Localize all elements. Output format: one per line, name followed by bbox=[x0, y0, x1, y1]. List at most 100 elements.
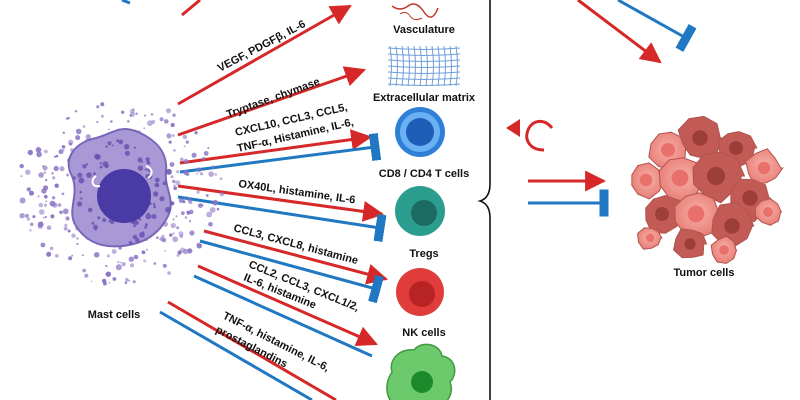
granule bbox=[63, 226, 68, 231]
granule bbox=[44, 194, 48, 199]
granule bbox=[128, 241, 133, 245]
granule bbox=[43, 185, 49, 191]
granule bbox=[137, 157, 143, 163]
granule bbox=[99, 162, 103, 165]
granule bbox=[138, 217, 142, 221]
granule bbox=[106, 254, 110, 258]
granule bbox=[183, 158, 189, 165]
arrow-to-t-cells bbox=[179, 129, 373, 165]
granule bbox=[164, 250, 167, 252]
granule bbox=[135, 238, 140, 243]
granule bbox=[165, 168, 172, 175]
granule bbox=[209, 207, 216, 213]
tumor-cell-nucleus bbox=[763, 207, 773, 217]
granule bbox=[205, 194, 209, 197]
granule bbox=[93, 224, 98, 230]
granule bbox=[179, 157, 184, 162]
top-stimulate-line-left bbox=[181, 0, 201, 17]
granule bbox=[95, 154, 101, 160]
granule bbox=[61, 192, 65, 196]
granule bbox=[196, 173, 198, 175]
granule bbox=[214, 173, 218, 176]
tumor-cell-nucleus bbox=[757, 161, 771, 175]
top-inhibit-line-left bbox=[121, 0, 131, 5]
granule bbox=[176, 253, 180, 257]
granule bbox=[183, 145, 186, 148]
granule bbox=[162, 181, 167, 186]
granule bbox=[125, 278, 129, 282]
granule bbox=[53, 165, 59, 172]
granule bbox=[77, 201, 83, 207]
granule bbox=[102, 161, 109, 168]
granule bbox=[137, 165, 144, 171]
vessel-branch bbox=[391, 3, 439, 18]
granule bbox=[24, 213, 29, 218]
granule bbox=[25, 169, 31, 175]
tumor-cell-nucleus bbox=[742, 190, 758, 206]
tumor-cell-nucleus bbox=[661, 143, 675, 157]
tumor-cell-nucleus bbox=[671, 169, 689, 187]
granule bbox=[67, 229, 71, 233]
granule bbox=[36, 151, 42, 158]
tumor-cell-nucleus bbox=[645, 233, 655, 243]
granule bbox=[66, 173, 69, 177]
granule bbox=[146, 248, 148, 251]
granule bbox=[32, 215, 36, 219]
granule bbox=[38, 209, 45, 215]
nk-cell-icon bbox=[396, 268, 444, 316]
granule bbox=[82, 125, 86, 128]
granule bbox=[45, 200, 47, 203]
granule bbox=[172, 113, 176, 117]
granule bbox=[134, 146, 137, 149]
top-arrows-left bbox=[121, 0, 201, 17]
granule bbox=[203, 151, 209, 156]
tumor-cell-nucleus bbox=[719, 245, 729, 255]
inhibit-to-nk-cells bbox=[199, 239, 384, 304]
matrix-fiber bbox=[387, 59, 461, 62]
tumor-cell-nucleus bbox=[729, 141, 743, 155]
granule bbox=[141, 250, 146, 255]
granule bbox=[50, 214, 55, 219]
label-tumor-cells: Tumor cells bbox=[674, 267, 735, 279]
matrix-fiber bbox=[387, 83, 461, 86]
granule bbox=[175, 215, 178, 218]
granule bbox=[62, 208, 69, 215]
granule bbox=[135, 112, 138, 115]
granule bbox=[75, 128, 82, 135]
granule bbox=[167, 271, 171, 275]
granule bbox=[65, 117, 69, 121]
inhibit-to-tregs bbox=[177, 195, 387, 243]
granule bbox=[49, 200, 56, 207]
granule bbox=[172, 218, 175, 221]
granule bbox=[144, 223, 148, 227]
granule bbox=[19, 197, 26, 204]
granule bbox=[118, 139, 124, 145]
granule bbox=[173, 184, 176, 187]
granule bbox=[77, 172, 83, 178]
top-right-inhibit-arrow bbox=[617, 0, 697, 52]
granule bbox=[196, 190, 200, 194]
granule bbox=[146, 160, 150, 165]
granule bbox=[20, 175, 23, 178]
granule bbox=[108, 128, 110, 131]
granule bbox=[97, 216, 101, 220]
granule bbox=[205, 232, 207, 234]
granule bbox=[144, 114, 147, 117]
granule bbox=[129, 263, 135, 268]
granule bbox=[153, 262, 157, 265]
granule bbox=[43, 171, 47, 174]
granule bbox=[184, 216, 188, 219]
granule bbox=[84, 273, 89, 278]
granule bbox=[59, 210, 63, 215]
granule bbox=[37, 195, 40, 198]
granule bbox=[133, 224, 136, 228]
mediator-vasculature: VEGF, PDGFβ, IL-6 bbox=[216, 18, 308, 75]
granule bbox=[196, 167, 202, 173]
mast-cell-icon bbox=[19, 102, 224, 286]
arrow-to-nk-cells-2 bbox=[197, 264, 378, 347]
granule bbox=[108, 281, 111, 284]
granule bbox=[76, 242, 79, 245]
granule bbox=[86, 172, 92, 178]
arrow-to-vasculature bbox=[177, 4, 352, 106]
